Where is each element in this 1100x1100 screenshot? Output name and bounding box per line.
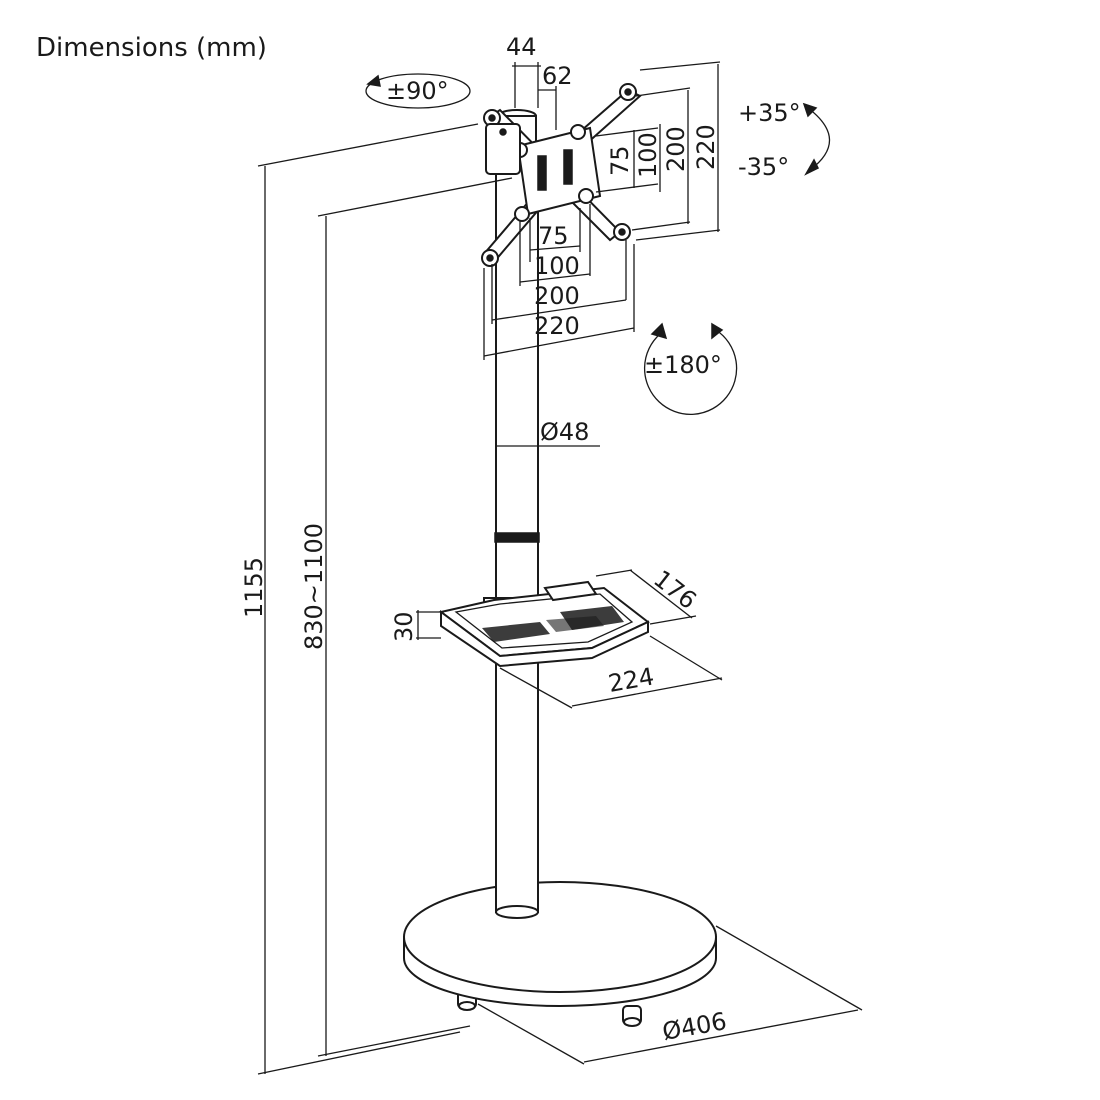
- label-shelf-width: 224: [606, 662, 656, 698]
- rotation-180-indicator: [643, 322, 738, 415]
- label-vesa-h-100: 100: [534, 252, 580, 280]
- label-swivel: ±90°: [386, 77, 449, 105]
- label-shelf-depth: 176: [648, 565, 701, 615]
- label-screen-height-range: 830~1100: [300, 523, 328, 650]
- pole: [494, 149, 540, 919]
- label-pole-diameter: Ø48: [540, 418, 589, 446]
- label-44: 44: [506, 33, 537, 61]
- label-total-height: 1155: [240, 557, 268, 618]
- label-tilt-down: -35°: [738, 153, 789, 181]
- label-base-diameter: Ø406: [660, 1007, 729, 1046]
- label-vesa-v-75: 75: [606, 145, 634, 176]
- label-vesa-h-200: 200: [534, 282, 580, 310]
- vesa-mount-head: [481, 83, 642, 267]
- rotation-swivel-indicator: [365, 73, 471, 109]
- rotation-tilt-indicator: [802, 102, 831, 176]
- label-vesa-h-75: 75: [538, 222, 569, 250]
- label-vesa-v-220: 220: [692, 124, 720, 170]
- label-tilt-up: +35°: [738, 99, 801, 127]
- dimension-lines: [257, 61, 863, 1075]
- caster-wheel-right: [622, 1005, 642, 1027]
- label-shelf-height: 30: [390, 611, 418, 642]
- label-62: 62: [542, 62, 573, 90]
- round-base: [403, 881, 717, 1027]
- label-rotate: ±180°: [644, 351, 722, 379]
- label-vesa-v-200: 200: [662, 126, 690, 172]
- label-vesa-h-220: 220: [534, 312, 580, 340]
- shelf-tray: [438, 580, 650, 668]
- pole-collar: [494, 532, 540, 543]
- base-top: [403, 881, 717, 993]
- label-vesa-v-100: 100: [634, 132, 662, 178]
- diagram-title: Dimensions (mm): [36, 33, 267, 63]
